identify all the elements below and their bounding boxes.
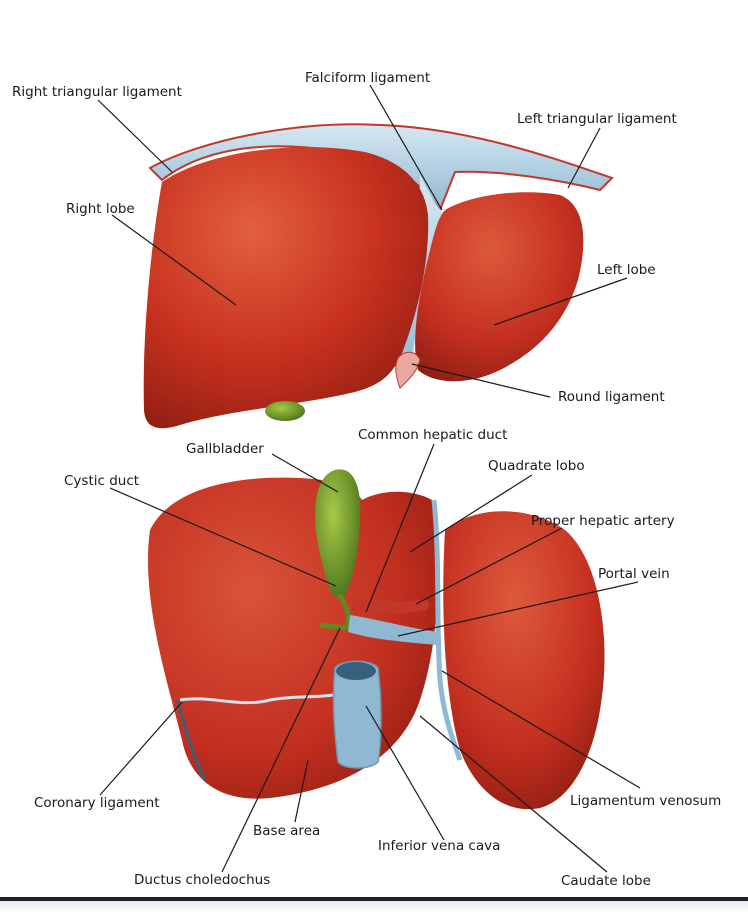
anterior-view <box>143 123 614 429</box>
left-lobe-shape <box>415 192 584 382</box>
gallbladder-tip-shape <box>265 401 305 421</box>
label-left-lobe: Left lobe <box>597 262 656 278</box>
coronary-ligament-edge <box>176 699 207 781</box>
coronary-ligament-line <box>179 688 351 705</box>
label-falciform-ligament: Falciform ligament <box>305 70 431 86</box>
label-ligamentum-venosum: Ligamentum venosum <box>570 793 722 809</box>
leader-falciform <box>369 84 443 211</box>
label-base-area: Base area <box>253 823 321 839</box>
leader-right-lobe <box>111 214 237 306</box>
label-proper-hepatic-artery: Proper hepatic artery <box>531 513 675 529</box>
right-lobe-shape <box>143 147 429 429</box>
gallbladder-shape <box>315 469 361 598</box>
leader-cystic-duct <box>109 487 337 587</box>
label-cystic-duct: Cystic duct <box>64 473 140 489</box>
leader-quadrate-lobo <box>409 474 533 553</box>
label-round-ligament: Round ligament <box>558 389 665 405</box>
leader-common-hepatic-duct <box>365 443 435 613</box>
label-coronary-ligament: Coronary ligament <box>34 795 160 811</box>
leader-left-triangular <box>567 127 601 189</box>
leader-caudate-lobe <box>419 715 608 873</box>
inferior-vena-cava-shape <box>332 660 382 769</box>
leader-right-triangular <box>97 99 173 173</box>
leader-inferior-vena-cava <box>365 705 445 841</box>
leader-lines <box>97 84 641 873</box>
label-right-lobe: Right lobe <box>66 201 135 217</box>
label-ductus-choledochus: Ductus choledochus <box>134 872 271 888</box>
leader-ductus-choledochus <box>221 627 341 873</box>
label-common-hepatic-duct: Common hepatic duct <box>358 427 508 443</box>
label-left-triangular-ligament: Left triangular ligament <box>517 111 677 127</box>
leader-left-lobe <box>493 277 628 326</box>
portal-vein-shape <box>348 615 438 645</box>
ivc-opening <box>336 662 376 680</box>
leader-portal-vein <box>397 581 639 637</box>
label-portal-vein: Portal vein <box>598 566 670 582</box>
label-right-triangular-ligament: Right triangular ligament <box>12 84 182 100</box>
round-ligament-shape <box>395 351 421 389</box>
leader-coronary-ligament <box>99 701 183 796</box>
label-caudate-lobe: Caudate lobe <box>561 873 651 889</box>
label-inferior-vena-cava: Inferior vena cava <box>378 838 501 854</box>
bottom-divider <box>0 897 748 901</box>
visceral-view <box>147 469 605 810</box>
bottom-fade <box>0 901 748 912</box>
leader-round-ligament <box>411 363 551 398</box>
visceral-left-lobe-shape <box>443 511 605 810</box>
label-gallbladder: Gallbladder <box>186 441 264 457</box>
cystic-duct-shape <box>319 593 352 631</box>
leader-base-area <box>294 759 309 823</box>
hepatic-artery-shape <box>352 599 429 614</box>
leader-ligamentum-venosum <box>441 670 641 789</box>
coronary-ligament-band-top <box>148 123 614 213</box>
label-quadrate-lobo: Quadrate lobo <box>488 458 585 474</box>
leader-gallbladder <box>271 453 339 493</box>
ligamentum-venosum-vessel <box>431 499 463 761</box>
leader-proper-hepatic-artery <box>415 527 563 605</box>
